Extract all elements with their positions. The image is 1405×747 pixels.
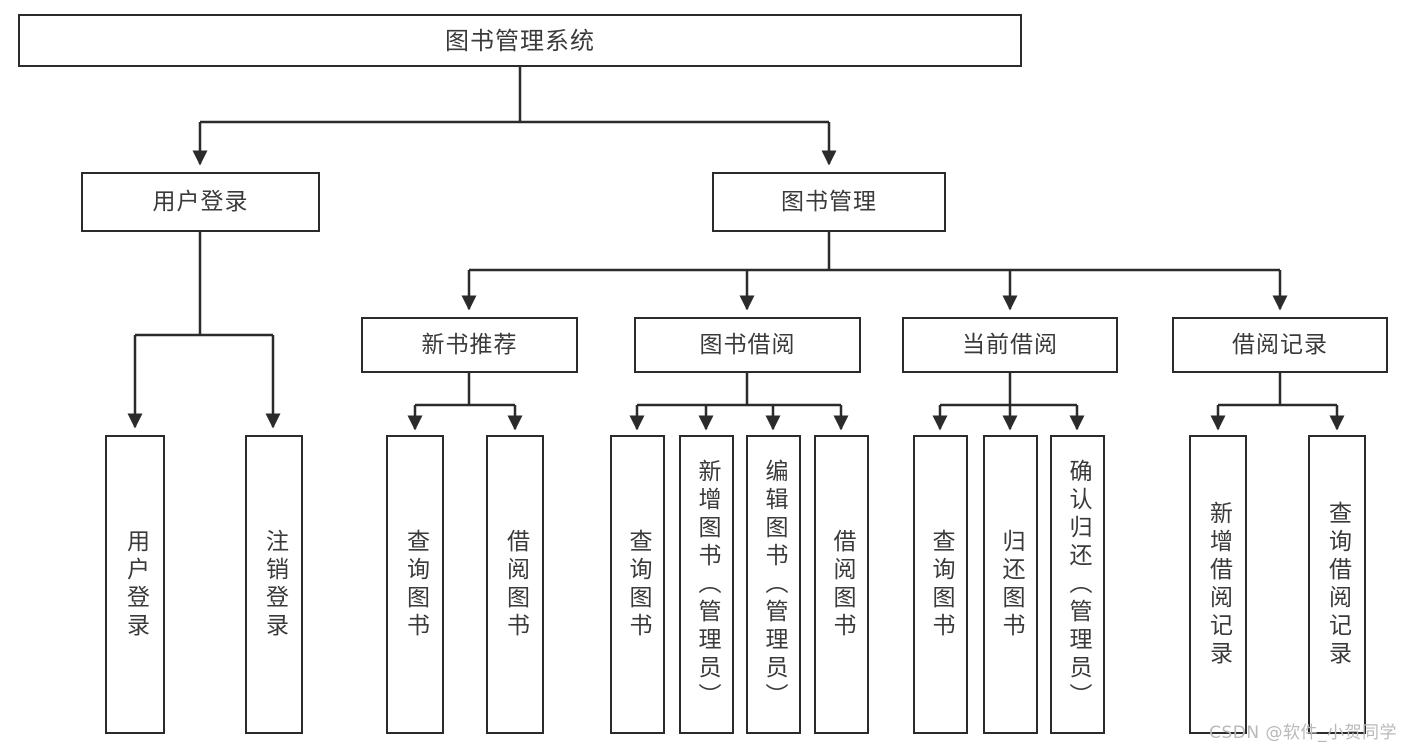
leaf-edit-book-admin[interactable]: 编辑图书（管理员） bbox=[746, 435, 801, 734]
node-label: 借阅图书 bbox=[502, 528, 529, 641]
leaf-confirm-return-admin[interactable]: 确认归还（管理员） bbox=[1050, 435, 1105, 734]
leaf-return-book[interactable]: 归还图书 bbox=[983, 435, 1038, 734]
node-label: 新增借阅记录 bbox=[1205, 500, 1232, 669]
node-book-manage[interactable]: 图书管理 bbox=[712, 172, 946, 232]
node-root-system[interactable]: 图书管理系统 bbox=[18, 14, 1022, 67]
node-new-book-recommend[interactable]: 新书推荐 bbox=[361, 317, 578, 373]
node-label: 编辑图书（管理员） bbox=[761, 458, 787, 711]
leaf-query-book-recommend[interactable]: 查询图书 bbox=[386, 435, 444, 734]
leaf-query-borrow-record[interactable]: 查询借阅记录 bbox=[1308, 435, 1366, 734]
node-label: 注销登录 bbox=[261, 528, 288, 641]
leaf-logout[interactable]: 注销登录 bbox=[245, 435, 303, 734]
leaf-borrow-book-recommend[interactable]: 借阅图书 bbox=[486, 435, 544, 734]
node-borrow-record[interactable]: 借阅记录 bbox=[1172, 317, 1388, 373]
node-label: 图书管理系统 bbox=[445, 26, 595, 55]
node-current-borrow[interactable]: 当前借阅 bbox=[902, 317, 1118, 373]
leaf-add-borrow-record[interactable]: 新增借阅记录 bbox=[1189, 435, 1247, 734]
leaf-add-book-admin[interactable]: 新增图书（管理员） bbox=[679, 435, 734, 734]
node-label: 新书推荐 bbox=[421, 331, 518, 358]
node-label: 查询图书 bbox=[402, 528, 429, 641]
leaf-borrow-book-borrow[interactable]: 借阅图书 bbox=[814, 435, 869, 734]
leaf-query-book-current[interactable]: 查询图书 bbox=[913, 435, 968, 734]
node-label: 查询借阅记录 bbox=[1324, 500, 1351, 669]
node-label: 用户登录 bbox=[152, 188, 249, 215]
node-user-login[interactable]: 用户登录 bbox=[81, 172, 320, 232]
node-label: 借阅记录 bbox=[1232, 331, 1328, 358]
node-book-borrow[interactable]: 图书借阅 bbox=[634, 317, 861, 373]
node-label: 归还图书 bbox=[998, 528, 1024, 641]
watermark: CSDN @软件_小贺同学 bbox=[1209, 723, 1397, 743]
leaf-query-book-borrow[interactable]: 查询图书 bbox=[610, 435, 665, 734]
node-label: 确认归还（管理员） bbox=[1065, 458, 1091, 711]
node-label: 查询图书 bbox=[625, 528, 651, 641]
node-label: 借阅图书 bbox=[829, 528, 855, 641]
leaf-user-login[interactable]: 用户登录 bbox=[105, 435, 165, 734]
node-label: 用户登录 bbox=[122, 528, 149, 641]
node-label: 新增图书（管理员） bbox=[694, 458, 720, 711]
node-label: 图书借阅 bbox=[699, 331, 796, 358]
node-label: 当前借阅 bbox=[962, 331, 1058, 358]
node-label: 查询图书 bbox=[928, 528, 954, 641]
node-label: 图书管理 bbox=[781, 188, 877, 215]
